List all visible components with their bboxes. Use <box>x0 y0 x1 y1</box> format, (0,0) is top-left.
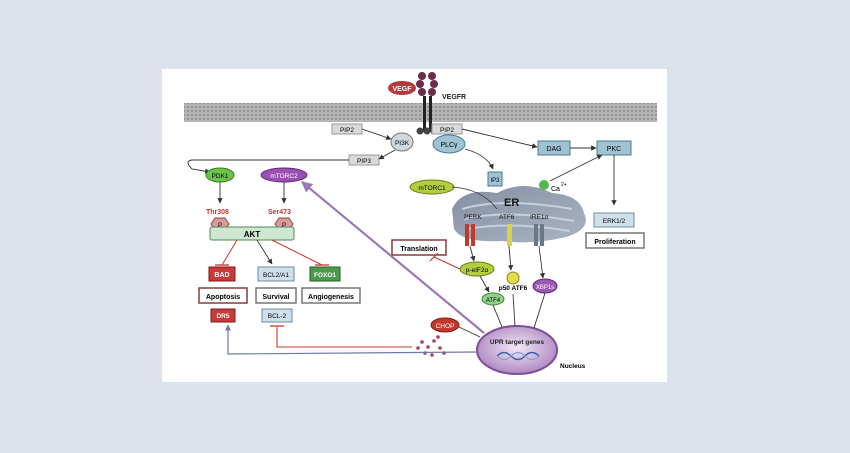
foxo1-label: FOXO1 <box>314 272 336 279</box>
foxo1-box <box>309 266 341 282</box>
dr5-box <box>210 308 236 323</box>
arrow-ire1a-xbp1s <box>538 245 546 279</box>
p2-label: P <box>282 223 286 229</box>
arrow-peif2a-atf4 <box>479 275 490 293</box>
translation-label: Translation <box>400 246 437 253</box>
ser473-label: Ser473 <box>268 209 291 216</box>
vegf-label: VEGF <box>392 86 412 93</box>
arrow-pi3k-pip3 <box>378 149 396 160</box>
pip2-left-label: PIP2 <box>340 127 354 134</box>
akt-box <box>209 226 295 241</box>
ip3-box <box>487 171 503 187</box>
line-xbp1s-nucleus <box>533 292 546 329</box>
arrow-pip2-pi3k <box>361 128 392 140</box>
pathway-diagram: VEGF VEGFR PIP2 PIP2 PIP3 PI3K PLCγ DAG … <box>184 72 657 375</box>
survival-label: Survival <box>262 294 289 301</box>
pkc-label: PKC <box>607 146 621 153</box>
angiogenesis-box <box>301 287 361 304</box>
er-organelle <box>452 186 586 243</box>
calcium-ion <box>539 180 549 190</box>
line-atf4-nucleus <box>492 304 503 328</box>
arrow-perk-peif2a <box>469 245 476 262</box>
ire1a-sensor <box>534 224 538 246</box>
pi3k-label: PI3K <box>395 140 410 147</box>
ire1a-sensor-2 <box>540 224 544 246</box>
arrow-plcy-ip3 <box>464 148 494 170</box>
p50atf6-label: p50 ATF6 <box>499 285 528 292</box>
pip2-right-label: PIP2 <box>440 127 454 134</box>
inhibit-translation <box>433 256 461 270</box>
mtorc2-label: mTORC2 <box>270 173 298 180</box>
p1-label: P <box>218 223 222 229</box>
figure-panel: VEGF VEGFR PIP2 PIP2 PIP3 PI3K PLCγ DAG … <box>162 69 667 382</box>
proliferation-box <box>585 232 645 249</box>
chop-label: CHOP <box>436 323 455 330</box>
upr-label: UPR target genes <box>490 339 545 346</box>
ip3-label: IP3 <box>490 178 500 184</box>
bcl2-box <box>261 308 293 323</box>
akt-label: AKT <box>244 230 261 239</box>
perk-sensor-2 <box>471 224 475 246</box>
proliferation-label: Proliferation <box>594 239 635 246</box>
vegfr-label: VEGFR <box>442 94 466 101</box>
thr308-label: Thr308 <box>206 209 229 216</box>
apoptosis-box <box>198 287 248 304</box>
arrow-upr-mtorc2 <box>301 181 485 334</box>
perk-label: PERK <box>464 214 482 221</box>
ire1a-label: IRE1α <box>530 214 548 221</box>
arrow-atf6-p50 <box>507 245 514 271</box>
pdk1-label: PDK1 <box>212 173 229 180</box>
arrow-ca-pkc <box>549 154 603 182</box>
erk-label: ERK1/2 <box>603 218 626 225</box>
dna-icon <box>496 351 540 361</box>
survival-box <box>255 287 297 304</box>
arrow-upr-dr5 <box>225 324 477 355</box>
apoptosis-label: Apoptosis <box>206 294 240 301</box>
plcy-label: PLCγ <box>440 142 458 149</box>
mtorc1-label: mTORC1 <box>418 185 446 192</box>
pi3k-node <box>390 132 414 152</box>
nucleus <box>476 325 558 375</box>
bad-label: BAD <box>214 272 229 279</box>
line-p50-nucleus <box>512 293 516 327</box>
inhibit-to-bcl2 <box>276 327 412 348</box>
vegf-ligand <box>388 81 416 95</box>
inhibit-bar-translation <box>429 252 439 262</box>
atf6-sensor <box>507 224 512 246</box>
nucleus-label: Nucleus <box>560 363 586 370</box>
line-nucleus-chop <box>458 326 481 338</box>
bcl2a1-label: BCL2/A1 <box>263 272 289 279</box>
peif2a-label: p-eIF2α <box>466 267 489 274</box>
vegfr-receptor <box>416 72 445 135</box>
ca-label: Ca <box>551 186 560 193</box>
dr5-label: DR5 <box>216 313 229 320</box>
arrow-akt-bcl2a1 <box>256 239 273 265</box>
chop-node <box>430 317 460 333</box>
er-label: ER <box>504 197 519 209</box>
bad-box <box>208 266 236 282</box>
atf4-label: ATF4 <box>486 298 501 304</box>
perk-sensor <box>465 224 469 246</box>
ca-superscript: 2+ <box>561 182 567 188</box>
arrow-mtorc1-er <box>451 186 498 210</box>
atf6-label: ATF6 <box>499 214 515 221</box>
inhibit-akt-foxo1 <box>271 239 323 266</box>
p50atf6-node <box>506 271 520 285</box>
angiogenesis-label: Angiogenesis <box>308 294 354 301</box>
translation-box <box>391 239 447 256</box>
ros-dots-cluster <box>416 335 446 357</box>
bcl2a1-box <box>257 266 295 282</box>
cell-membrane <box>184 103 657 122</box>
inhibit-akt-bad <box>221 239 238 266</box>
arrow-pip3-pdk1 <box>187 159 349 174</box>
xbp1s-label: XBP1s <box>536 285 554 291</box>
pip3-label: PIP3 <box>357 158 371 165</box>
dna-strand-icon <box>496 351 540 361</box>
bcl2-label: BCL-2 <box>268 313 287 320</box>
dag-label: DAG <box>546 146 561 153</box>
plcy-node <box>432 134 466 154</box>
arrow-pip2-dag <box>461 128 538 149</box>
erk-box <box>593 212 635 228</box>
